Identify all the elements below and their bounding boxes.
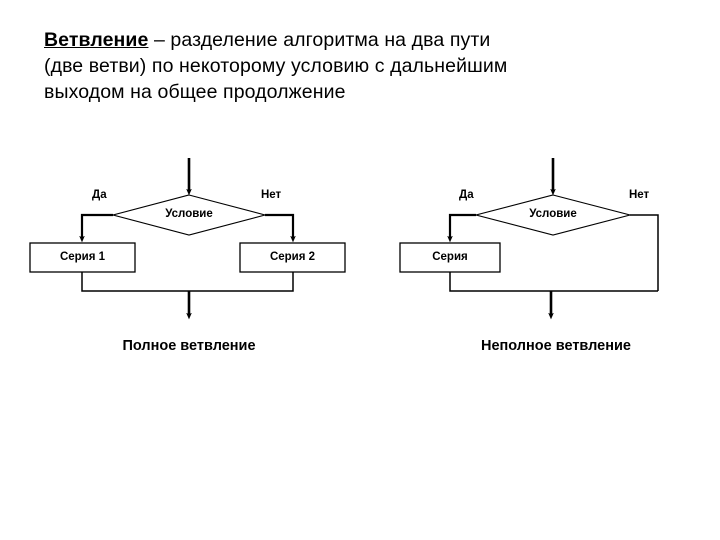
process-label-series-2: Серия 2 (269, 251, 316, 263)
caption-partial-branching: Неполное ветвление (481, 338, 631, 354)
title-line1-rest: – разделение алгоритма на два пути (148, 29, 491, 51)
title-keyword: Ветвление (44, 29, 149, 51)
merge-rail-partial (449, 272, 658, 292)
diagram-full-branching (29, 158, 346, 320)
decision-label-partial: Условие (529, 208, 577, 220)
yes-branch-connector-full (79, 213, 113, 243)
no-label-partial: Нет (629, 189, 650, 201)
process-label-series: Серия (432, 251, 468, 263)
process-label-series-1: Серия 1 (59, 251, 106, 263)
title-line3: выходом на общее продолжение (44, 81, 346, 103)
title-line2: (две ветви) по некоторому условию с даль… (44, 55, 508, 77)
no-branch-bypass-partial (630, 214, 659, 291)
yes-branch-connector-partial (447, 213, 476, 243)
diagram-partial-branching (399, 158, 659, 320)
yes-label-full: Да (92, 189, 107, 201)
decision-label-full: Условие (165, 208, 213, 220)
merge-rail-left-full (81, 272, 294, 292)
yes-label-partial: Да (459, 189, 474, 201)
caption-full-branching: Полное ветвление (122, 338, 256, 354)
no-branch-connector-full (265, 213, 296, 243)
no-label-full: Нет (261, 189, 282, 201)
slide-title: Ветвление – разделение алгоритма на два … (44, 27, 684, 105)
